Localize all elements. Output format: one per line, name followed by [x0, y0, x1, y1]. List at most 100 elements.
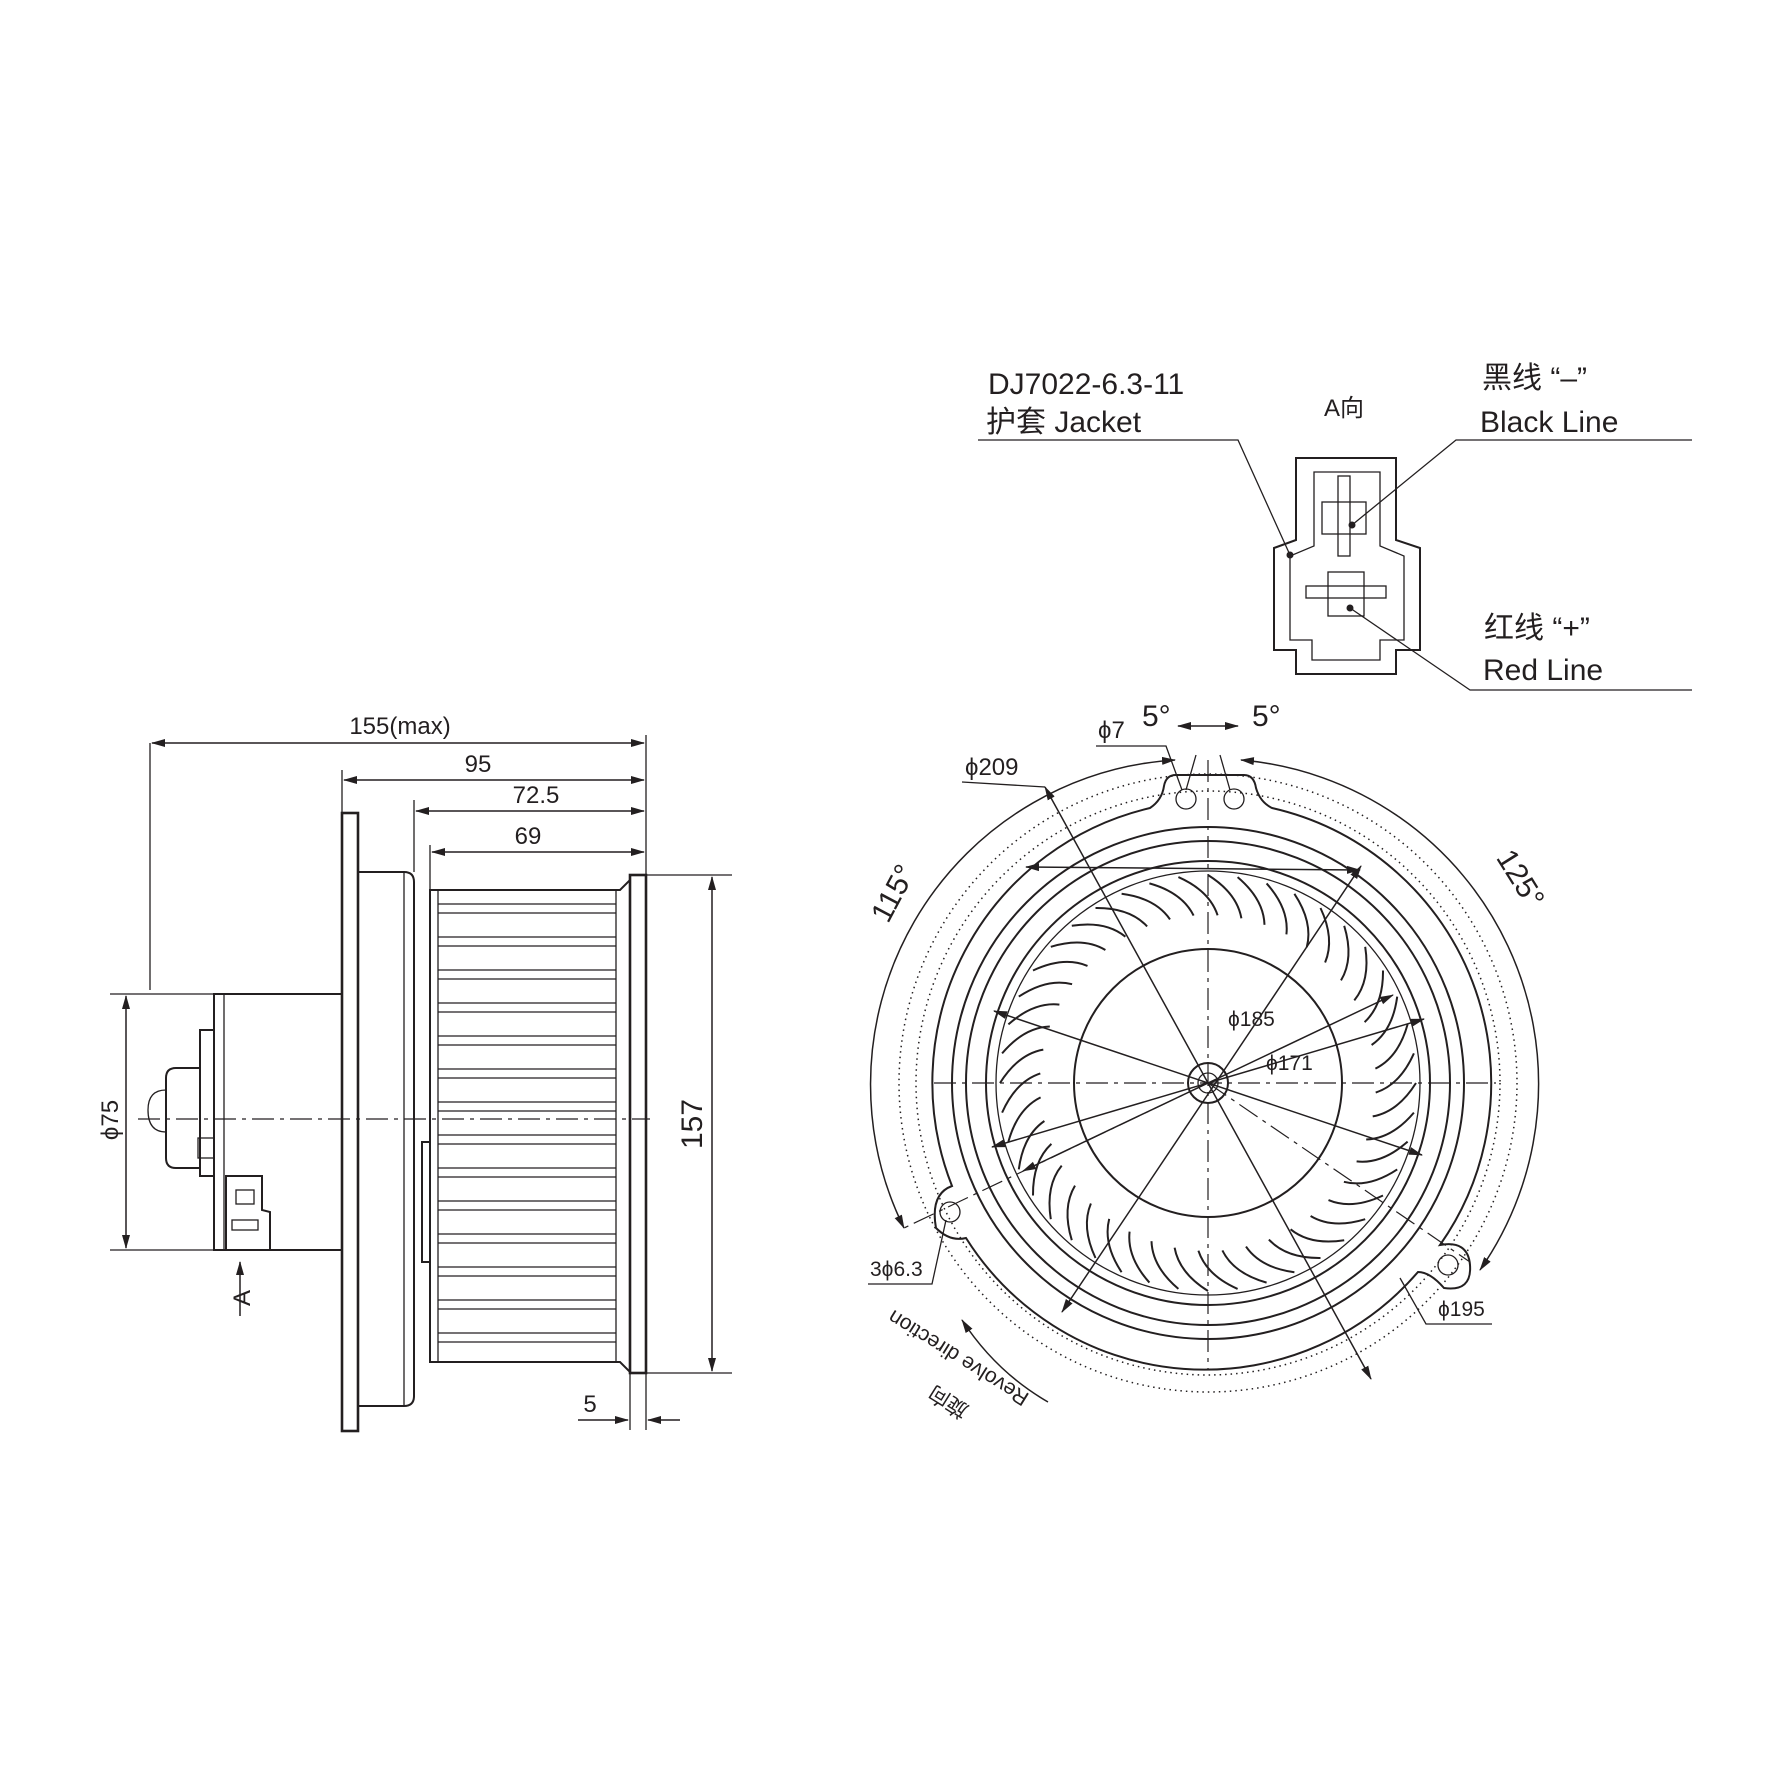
fan-blade	[1071, 923, 1127, 938]
red-terminal-blade	[1305, 585, 1387, 599]
connector-detail: DJ7022-6.3-11 护套 Jacket A向 黑线 “–” Black …	[978, 362, 1692, 691]
side-view: 155(max) 95 72.5 69 157 ϕ75 5 A	[97, 713, 732, 1433]
impeller-back-plate	[628, 873, 648, 1375]
fan-blade	[1353, 946, 1368, 1002]
connector-part-number: DJ7022-6.3-11	[988, 368, 1184, 401]
rotation-arrow	[961, 1319, 1049, 1403]
fan-blade	[1356, 1140, 1409, 1163]
jacket-leader	[978, 439, 1291, 556]
angle-115-arc	[869, 756, 1176, 1229]
angle-left-label: 5°	[1142, 700, 1171, 733]
fan-blade	[1221, 1249, 1267, 1284]
fan-blade	[1031, 1143, 1053, 1196]
fan-blade	[1293, 893, 1310, 948]
dia-171-label: ϕ171	[1266, 1052, 1313, 1075]
black-line-leader	[1351, 439, 1692, 526]
motor-can	[213, 993, 342, 1251]
pcd-209-circle	[898, 773, 1518, 1393]
side-connector-terminal-1	[235, 1189, 255, 1205]
dim-5-label: 5	[583, 1391, 596, 1418]
fan-blade	[1149, 882, 1195, 917]
impeller-hub-plate	[421, 1141, 431, 1263]
dia-195-leader	[1399, 1277, 1492, 1325]
fan-blade	[1032, 960, 1088, 972]
dim-95-label: 95	[465, 751, 492, 778]
impeller-outline	[429, 877, 631, 1375]
fan-blade	[1289, 1228, 1345, 1243]
angle-right-ext	[1219, 754, 1231, 791]
motor-cap-dome	[147, 1089, 167, 1133]
motor-screw	[197, 1137, 215, 1159]
fan-blade	[1048, 1164, 1063, 1220]
black-line-label-cn: 黑线 “–”	[1482, 362, 1587, 395]
holes-label: 3ϕ6.3	[870, 1258, 923, 1281]
jacket-leader-dot	[1286, 551, 1294, 559]
connector-housing-inner	[1289, 471, 1405, 661]
dim-69-label: 69	[515, 823, 542, 850]
side-connector-terminal-2	[231, 1219, 259, 1231]
flange-outline	[931, 774, 1493, 1371]
black-line-label-en: Black Line	[1480, 406, 1618, 439]
dia-185-line-b	[1061, 865, 1362, 1313]
fan-blade	[1007, 1096, 1042, 1142]
mounting-flange	[340, 811, 360, 1433]
motor-housing	[358, 871, 415, 1407]
dia-195-label: ϕ195	[1438, 1298, 1485, 1321]
red-line-label-en: Red Line	[1483, 654, 1603, 687]
fan-blade	[1066, 1185, 1076, 1241]
angle-125-label: 125°	[1490, 844, 1551, 914]
fan-blade	[1173, 1247, 1209, 1292]
mount-hole-left	[939, 1201, 961, 1223]
fan-blade	[1372, 1082, 1417, 1118]
hole-dia-leader	[1096, 745, 1183, 791]
fan-blade	[999, 1048, 1044, 1084]
view-a-arrow-label: A	[229, 1290, 256, 1306]
red-line-leader-dot	[1346, 604, 1354, 612]
fan-blade	[1018, 981, 1073, 998]
red-line-leader	[1349, 607, 1692, 691]
fan-blade	[1001, 1072, 1041, 1114]
dim-75-label: ϕ75	[97, 1100, 124, 1140]
holes-leader	[868, 1219, 947, 1285]
fan-blade	[1343, 1168, 1398, 1185]
angle-115-label: 115°	[865, 859, 922, 927]
dim-155-label: 155(max)	[349, 713, 450, 740]
black-terminal-box	[1321, 501, 1367, 535]
jacket-label: 护套 Jacket	[986, 406, 1142, 439]
angle-125-arc	[1240, 757, 1540, 1271]
fan-blade	[1085, 1203, 1097, 1259]
front-view: ϕ209 ϕ185 ϕ171 ϕ7 3ϕ6.3 ϕ195 5° 5° 115° …	[865, 700, 1550, 1422]
view-a-label: A向	[1324, 395, 1364, 422]
black-terminal-blade	[1337, 475, 1351, 557]
fan-blade	[1245, 1246, 1295, 1274]
fan-blade	[1310, 1215, 1366, 1225]
mount-hole-right	[1437, 1254, 1459, 1276]
fan-blade	[1265, 882, 1288, 935]
red-line-label-cn: 红线 “+”	[1484, 612, 1590, 645]
dia-185-label: ϕ185	[1228, 1008, 1275, 1031]
motor-end-cap	[165, 1067, 200, 1169]
fan-blade	[1268, 1238, 1321, 1260]
fan-blade	[1050, 941, 1106, 951]
dia-185-line	[1025, 863, 1361, 874]
side-connector	[225, 1175, 271, 1251]
fan-blade	[1197, 1250, 1239, 1290]
fan-blade	[1363, 970, 1385, 1023]
hole-dia-label: ϕ7	[1098, 717, 1125, 744]
fan-blade	[1095, 906, 1148, 928]
red-terminal-box	[1327, 571, 1365, 617]
angle-left-ext	[1185, 754, 1197, 791]
mount-hole-top-right	[1223, 788, 1245, 810]
angle-right-label: 5°	[1252, 700, 1281, 733]
fan-blade	[1375, 1052, 1415, 1094]
dia-209-label: ϕ209	[965, 754, 1018, 781]
fan-blade	[1177, 876, 1219, 916]
dia-209-leader	[961, 781, 1046, 788]
fan-blade	[1207, 874, 1243, 919]
fan-blade	[1374, 1024, 1409, 1070]
rotation-label-cn: 旋向	[925, 1381, 973, 1423]
fan-blade	[1007, 1003, 1060, 1026]
connector-housing-outer	[1273, 457, 1421, 675]
fan-blade	[1128, 1231, 1151, 1284]
